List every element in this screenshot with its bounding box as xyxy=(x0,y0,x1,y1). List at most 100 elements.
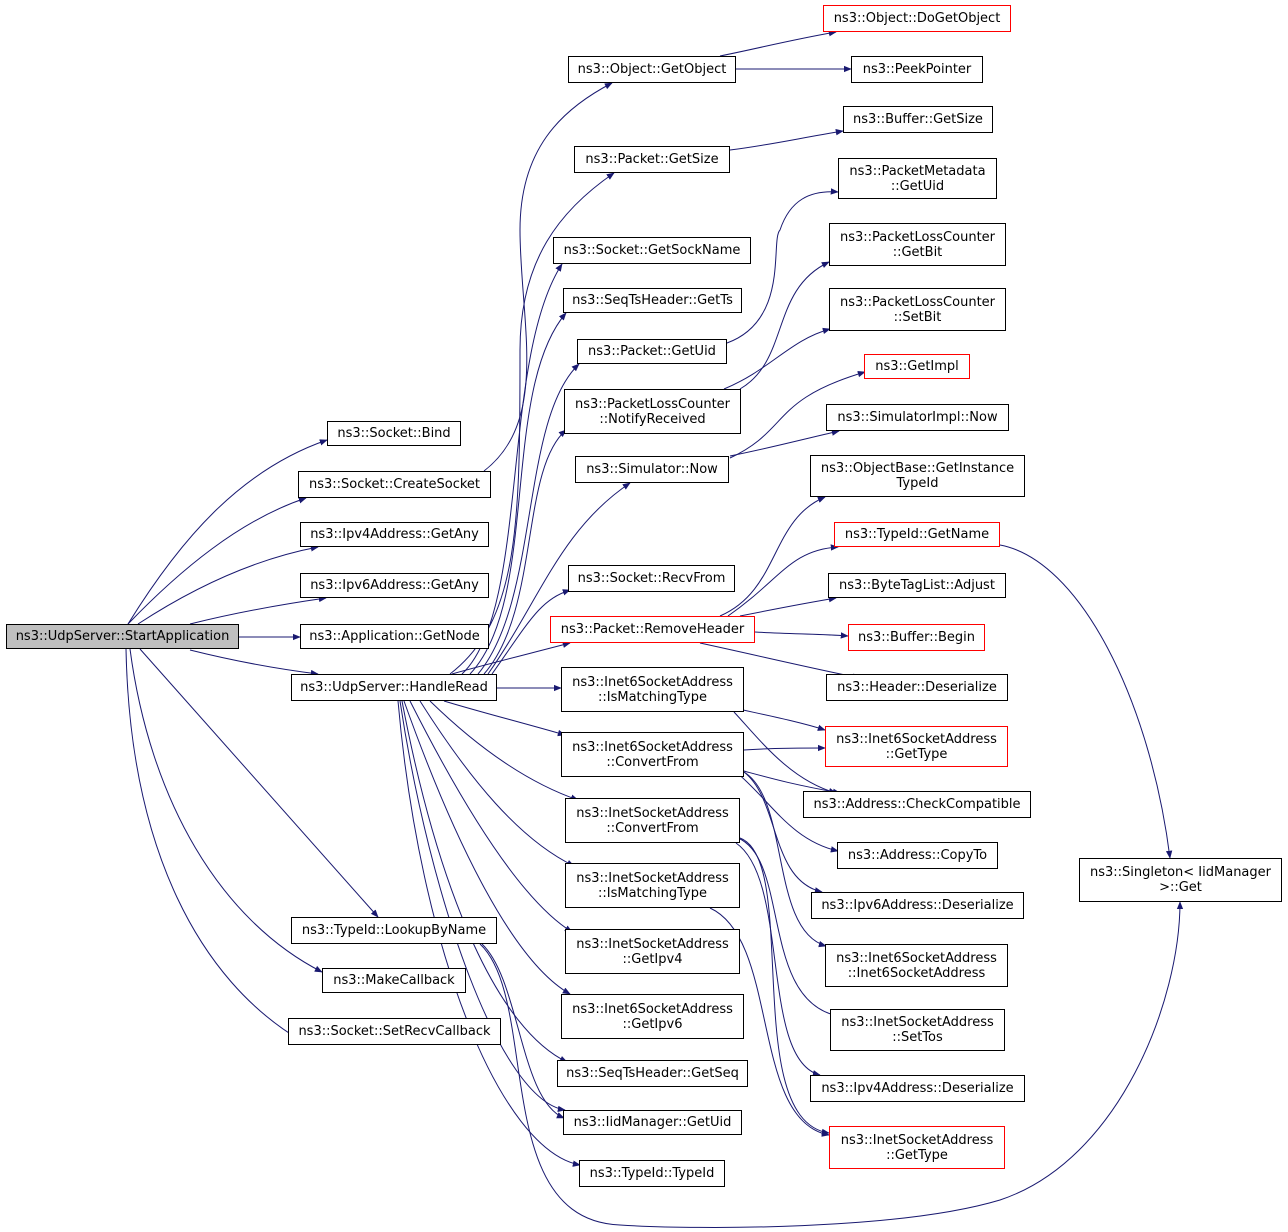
edge-notifyrecv-to-plcgetbit xyxy=(739,261,830,390)
edge-handleread-to-getsockname xyxy=(461,263,563,675)
node-seqgetts[interactable]: ns3::SeqTsHeader::GetTs xyxy=(563,288,742,313)
node-i6convert[interactable]: ns3::Inet6SocketAddress::ConvertFrom xyxy=(561,732,744,777)
node-hdrdeser[interactable]: ns3::Header::Deserialize xyxy=(826,674,1008,701)
node-ipv4any[interactable]: ns3::Ipv4Address::GetAny xyxy=(300,522,489,547)
node-i6ctor[interactable]: ns3::Inet6SocketAddress::Inet6SocketAddr… xyxy=(825,944,1008,987)
edge-i4convert-to-ipv4deser xyxy=(735,842,821,1077)
node-label: ns3::SeqTsHeader::GetTs xyxy=(572,293,733,308)
node-label: ns3::Header::Deserialize xyxy=(837,680,997,695)
node-label: ns3::Address::CopyTo xyxy=(847,848,988,863)
node-label: ns3::InetSocketAddress xyxy=(576,870,729,886)
node-label: ns3::SimulatorImpl::Now xyxy=(837,410,998,425)
node-singleton[interactable]: ns3::Singleton< IidManager>::Get xyxy=(1079,858,1282,902)
node-i6getipv6[interactable]: ns3::Inet6SocketAddress::GetIpv6 xyxy=(561,994,744,1039)
node-label: ns3::TypeId::TypeId xyxy=(589,1166,715,1181)
node-label: >::Get xyxy=(1159,880,1202,895)
node-label: ns3::UdpServer::HandleRead xyxy=(300,680,488,695)
node-label: ns3::Buffer::Begin xyxy=(857,630,976,645)
node-plcsetbit[interactable]: ns3::PacketLossCounter::SetBit xyxy=(829,288,1006,331)
node-label: ns3::Socket::SetRecvCallback xyxy=(298,1024,491,1039)
node-lookupbyname[interactable]: ns3::TypeId::LookupByName xyxy=(291,917,497,944)
node-getimpl[interactable]: ns3::GetImpl xyxy=(864,354,970,379)
node-ipv4deser[interactable]: ns3::Ipv4Address::Deserialize xyxy=(810,1075,1025,1102)
node-label: ns3::UdpServer::StartApplication xyxy=(15,629,230,644)
edge-removeheader-to-btladjust xyxy=(739,596,837,617)
node-pktgetuid[interactable]: ns3::Packet::GetUid xyxy=(577,339,727,364)
edge-tidgetname-to-singleton xyxy=(999,544,1173,859)
node-label: ns3::PacketLossCounter xyxy=(839,229,996,245)
node-removeheader[interactable]: ns3::Packet::RemoveHeader xyxy=(550,616,755,643)
edge-startapp-to-createsocket xyxy=(127,497,307,625)
node-label: ns3::ByteTagList::Adjust xyxy=(839,578,995,593)
node-label: ns3::PacketMetadata xyxy=(849,163,986,179)
node-simnow[interactable]: ns3::Simulator::Now xyxy=(575,456,729,483)
edge-handleread-to-pktgetuid xyxy=(477,363,580,675)
edge-i6convert-to-ipv6deser xyxy=(743,771,823,894)
edge-pktgetsize-to-bufgetsize xyxy=(729,128,844,151)
edge-handleread-to-i4getipv4 xyxy=(409,700,573,933)
node-label: ns3::Packet::GetSize xyxy=(585,152,719,167)
edge-i6convert-to-i6gettype xyxy=(743,744,826,752)
node-addrcheck[interactable]: ns3::Address::CheckCompatible xyxy=(803,791,1031,818)
edge-i6convert-to-addrcopyto xyxy=(735,771,839,853)
node-label: ns3::Socket::Bind xyxy=(337,426,451,441)
node-getobject[interactable]: ns3::Object::GetObject xyxy=(568,56,736,83)
node-handleread[interactable]: ns3::UdpServer::HandleRead xyxy=(291,674,497,701)
node-pktgetsize[interactable]: ns3::Packet::GetSize xyxy=(574,146,730,173)
node-bufbegin[interactable]: ns3::Buffer::Begin xyxy=(848,624,985,651)
node-setrecvcb[interactable]: ns3::Socket::SetRecvCallback xyxy=(288,1018,501,1045)
edge-startapp-to-ipv4any xyxy=(137,545,319,625)
node-bind[interactable]: ns3::Socket::Bind xyxy=(327,421,461,446)
node-recvfrom[interactable]: ns3::Socket::RecvFrom xyxy=(568,565,735,592)
node-iidgetuid[interactable]: ns3::IidManager::GetUid xyxy=(563,1110,742,1135)
node-i4getipv4[interactable]: ns3::InetSocketAddress::GetIpv4 xyxy=(565,929,740,974)
node-i6ismatch[interactable]: ns3::Inet6SocketAddress::IsMatchingType xyxy=(561,667,744,712)
node-label: ::SetBit xyxy=(893,309,942,325)
node-plcgetbit[interactable]: ns3::PacketLossCounter::GetBit xyxy=(829,223,1006,266)
node-btladjust[interactable]: ns3::ByteTagList::Adjust xyxy=(828,573,1006,598)
edge-getobject-to-dogetobject xyxy=(719,30,837,57)
node-simimplnow[interactable]: ns3::SimulatorImpl::Now xyxy=(826,404,1009,431)
node-label: ns3::Socket::CreateSocket xyxy=(308,477,481,492)
node-i4ismatch[interactable]: ns3::InetSocketAddress::IsMatchingType xyxy=(565,863,740,908)
node-label: ns3::Inet6SocketAddress xyxy=(572,739,733,755)
node-i6gettype[interactable]: ns3::Inet6SocketAddress::GetType xyxy=(825,726,1008,767)
node-label: ::GetUid xyxy=(890,178,945,194)
edge-startapp-to-handleread xyxy=(189,649,319,677)
node-startapp[interactable]: ns3::UdpServer::StartApplication xyxy=(6,624,239,649)
node-label: ::Inet6SocketAddress xyxy=(847,965,986,981)
node-label: ns3::Packet::GetUid xyxy=(588,344,716,359)
node-dogetobject[interactable]: ns3::Object::DoGetObject xyxy=(823,5,1011,32)
node-label: ns3::Simulator::Now xyxy=(586,462,718,477)
node-label: ::ConvertFrom xyxy=(606,754,699,770)
node-bufgetsize[interactable]: ns3::Buffer::GetSize xyxy=(843,106,993,133)
node-label: TypeId xyxy=(896,476,939,491)
node-createsocket[interactable]: ns3::Socket::CreateSocket xyxy=(298,471,491,498)
node-peekpointer[interactable]: ns3::PeekPointer xyxy=(851,56,983,83)
node-label: ns3::Object::GetObject xyxy=(577,62,727,77)
node-i4convert[interactable]: ns3::InetSocketAddress::ConvertFrom xyxy=(565,798,740,843)
edge-removeheader-to-tidgetname xyxy=(727,544,839,617)
node-makecallback[interactable]: ns3::MakeCallback xyxy=(322,968,466,993)
node-getsockname[interactable]: ns3::Socket::GetSockName xyxy=(553,237,751,264)
node-ipv6deser[interactable]: ns3::Ipv6Address::Deserialize xyxy=(811,892,1024,919)
node-getnode[interactable]: ns3::Application::GetNode xyxy=(300,624,489,649)
node-label: ns3::Ipv4Address::Deserialize xyxy=(821,1081,1014,1096)
node-i4settos[interactable]: ns3::InetSocketAddress::SetTos xyxy=(830,1009,1005,1051)
node-ipv6any[interactable]: ns3::Ipv6Address::GetAny xyxy=(300,573,489,598)
node-seqgetseq[interactable]: ns3::SeqTsHeader::GetSeq xyxy=(557,1060,748,1087)
node-i4gettype[interactable]: ns3::InetSocketAddress::GetType xyxy=(829,1126,1005,1169)
edge-lookupbyname-to-iidgetuid xyxy=(481,943,565,1119)
node-label: ::GetBit xyxy=(892,244,943,260)
edge-handleread-to-simnow xyxy=(487,482,631,675)
node-label: ns3::ObjectBase::GetInstance xyxy=(820,461,1015,476)
node-pmgetuid[interactable]: ns3::PacketMetadata::GetUid xyxy=(838,158,997,199)
node-typeidtypeid[interactable]: ns3::TypeId::TypeId xyxy=(579,1160,725,1187)
node-tidgetname[interactable]: ns3::TypeId::GetName xyxy=(834,522,1000,547)
edge-i6convert-to-i6ctor xyxy=(743,771,827,948)
node-addrcopyto[interactable]: ns3::Address::CopyTo xyxy=(837,842,998,869)
edge-i6ismatch-to-i6gettype xyxy=(733,707,826,731)
node-notifyrecv[interactable]: ns3::PacketLossCounter::NotifyReceived xyxy=(564,389,741,434)
edge-removeheader-to-bufbegin xyxy=(754,631,849,639)
